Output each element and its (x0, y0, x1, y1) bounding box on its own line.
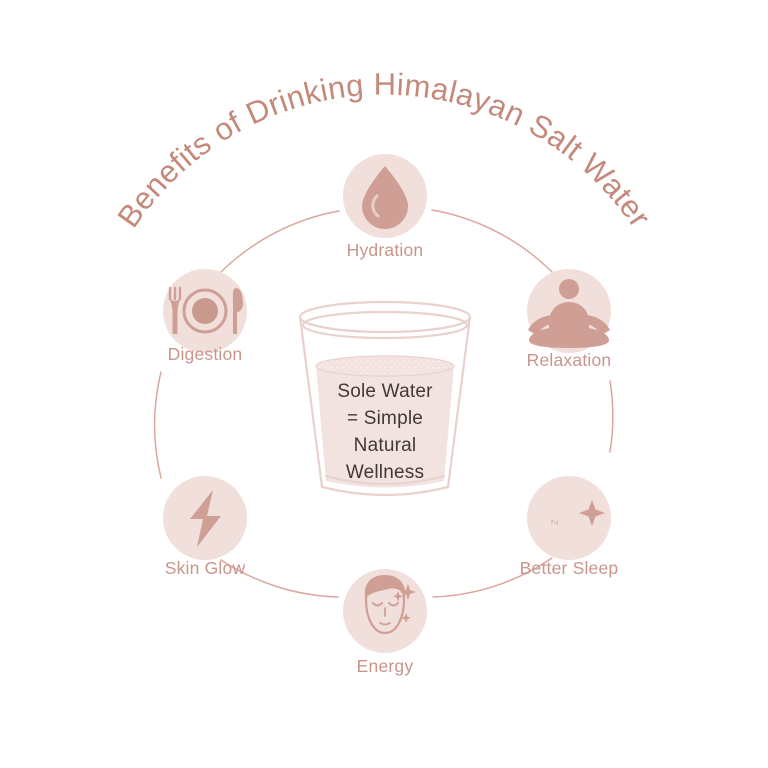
lightning-bolt-icon (190, 490, 221, 547)
connector-arcs (153, 209, 614, 598)
better-sleep-label: Better Sleep (520, 558, 619, 578)
benefit-node-skin-glow[interactable]: Skin Glow (163, 476, 247, 578)
skin-glow-label: Skin Glow (165, 558, 246, 578)
glass-body-outline (298, 315, 472, 497)
arc-energy-skinglow (220, 559, 339, 598)
glass-water-fill (316, 366, 454, 488)
water-drop-icon (362, 166, 408, 229)
crescent-moon-star-icon: z (547, 490, 605, 546)
center-line-4: Wellness (346, 462, 424, 483)
glass-water-surface (315, 355, 455, 377)
center-text-block: Sole Water = Simple Natural Wellness (337, 381, 433, 483)
sleep-z-glyph: z (547, 519, 561, 525)
arc-digestion-hydration (220, 210, 340, 273)
benefit-node-hydration[interactable]: Hydration (343, 154, 427, 260)
glass-rim-outer (298, 300, 472, 334)
energy-label: Energy (357, 656, 414, 676)
benefit-node-energy[interactable]: Energy (343, 569, 427, 676)
relaxation-label: Relaxation (527, 350, 612, 370)
center-line-2: = Simple (347, 408, 423, 429)
arc-sleep-energy (432, 557, 553, 598)
center-glass: Sole Water = Simple Natural Wellness (298, 300, 472, 497)
meditation-lotus-icon (528, 279, 610, 348)
digestion-label: Digestion (168, 344, 243, 364)
center-line-1: Sole Water (337, 381, 433, 402)
benefit-node-better-sleep[interactable]: z Better Sleep (520, 476, 619, 578)
benefit-node-relaxation[interactable]: Relaxation (527, 269, 612, 370)
better-sleep-circle[interactable] (527, 476, 611, 560)
arc-skinglow-digestion (153, 371, 162, 479)
arc-relaxation-sleep (609, 380, 614, 453)
arc-hydration-relaxation (431, 209, 553, 273)
glowing-face-icon (364, 575, 416, 635)
glass-rim-inner (301, 310, 469, 340)
glass-bottom-inner (324, 474, 446, 486)
hydration-label: Hydration (347, 240, 424, 260)
benefit-node-digestion[interactable]: Digestion (163, 269, 247, 364)
plate-fork-knife-icon (168, 286, 243, 334)
center-line-3: Natural (354, 435, 417, 456)
